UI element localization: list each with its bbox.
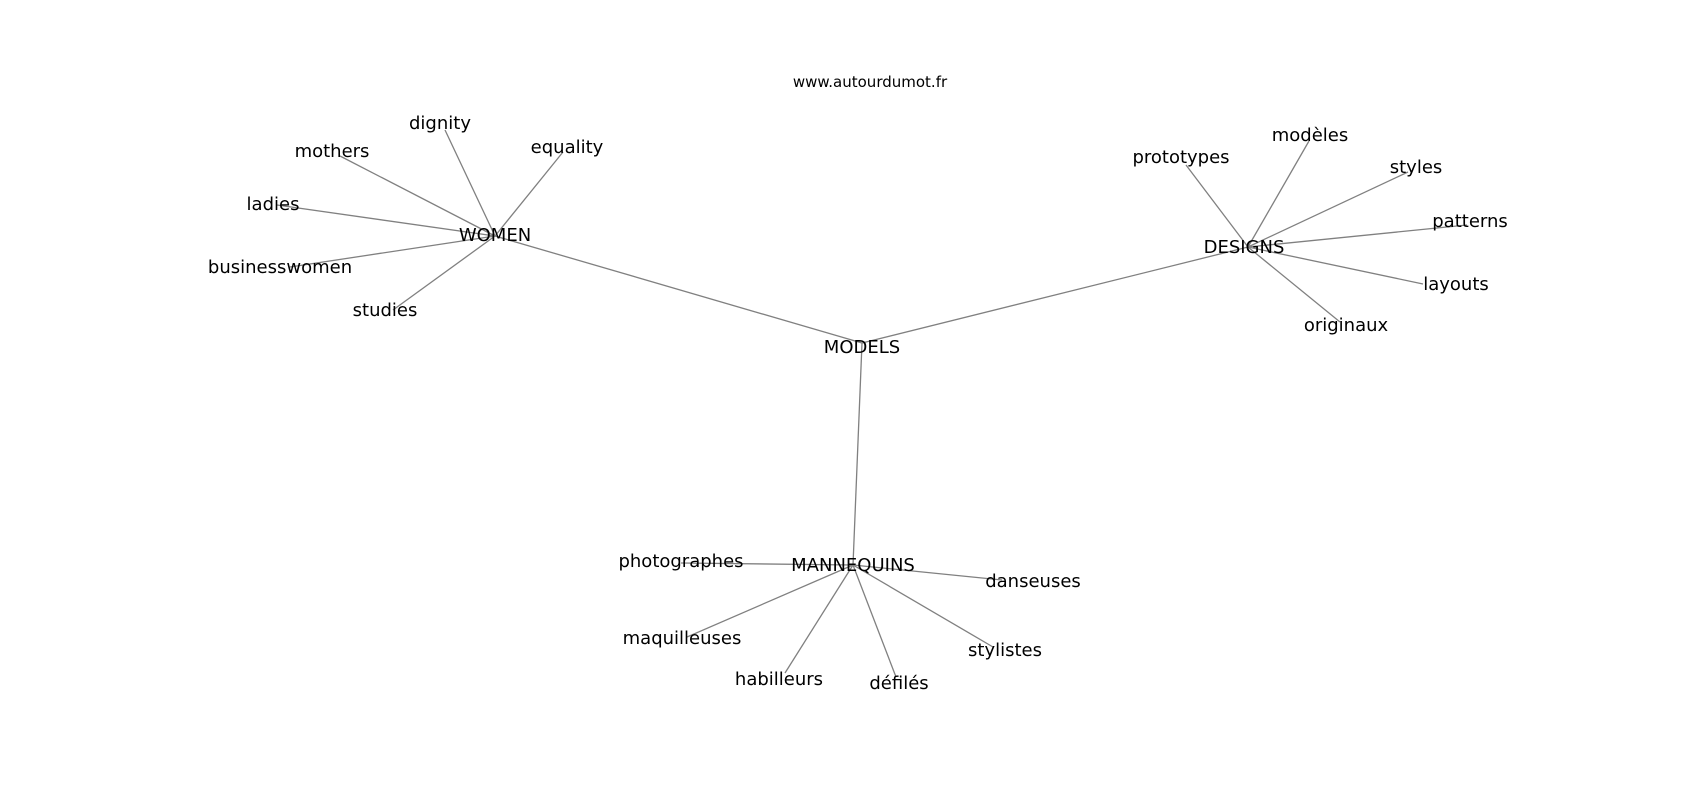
edge-designs-to-patterns [1247,224,1468,248]
hub-node-label-women: WOMEN [458,225,532,246]
leaf-node-label-ladies: ladies [246,194,300,215]
edge-mannequins-to-habilleurs [784,564,854,674]
edge-designs-to-modeles [1247,140,1310,248]
hub-node-label-mannequins: MANNEQUINS [791,555,915,576]
edge-women-to-mothers [339,155,496,237]
edge-designs-to-styles [1247,171,1409,248]
leaf-node-label-originaux: originaux [1303,315,1389,336]
edge-women-to-dignity [444,129,496,237]
leaf-node-label-styles: styles [1389,157,1443,178]
edge-mannequins-to-defiles [852,564,897,678]
leaf-node-label-modeles: modèles [1271,125,1349,146]
edge-designs-to-prototypes [1185,164,1249,248]
leaf-node-label-prototypes: prototypes [1132,147,1230,168]
leaf-node-label-patterns: patterns [1432,211,1508,232]
edge-designs-to-layouts [1247,246,1424,285]
edge-women-to-businesswomen [289,235,496,268]
leaf-node-label-mothers: mothers [294,141,370,162]
edge-mannequins-to-maquilleuses [686,564,854,638]
edge-mannequins-to-danseuses [852,564,1003,581]
site-credit: www.autourdumot.fr [792,73,948,91]
root-node-label: MODELS [823,337,901,358]
edge-women-to-equality [494,151,564,237]
leaf-node-label-habilleurs: habilleurs [734,669,824,690]
edge-women-to-studies [392,235,496,311]
edge-root-to-mannequins [852,342,863,566]
leaf-node-label-danseuses: danseuses [985,571,1081,592]
edge-mannequins-to-stylistes [852,564,994,648]
leaf-node-label-layouts: layouts [1423,274,1489,295]
hub-node-label-designs: DESIGNS [1203,237,1285,258]
leaf-node-label-equality: equality [530,137,604,158]
leaf-node-label-defiles: défilés [869,673,929,694]
edge-root-to-designs [861,246,1249,344]
edge-mannequins-to-photographes [680,562,854,566]
leaf-node-label-studies: studies [352,300,418,321]
leaf-node-label-photographes: photographes [618,551,744,572]
edge-women-to-ladies [276,204,496,237]
leaf-node-label-dignity: dignity [409,113,471,134]
leaf-node-label-stylistes: stylistes [968,640,1042,661]
edge-root-to-women [494,235,863,344]
edge-designs-to-originaux [1247,246,1341,323]
leaf-node-label-maquilleuses: maquilleuses [622,628,742,649]
leaf-node-label-businesswomen: businesswomen [207,257,353,278]
